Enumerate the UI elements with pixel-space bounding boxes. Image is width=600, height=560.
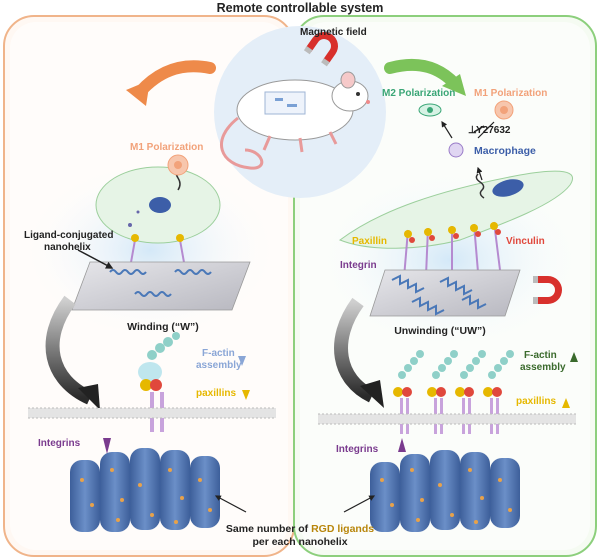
macrophage-cell xyxy=(448,142,464,158)
left-factin-line2: assembly xyxy=(196,360,242,371)
left-dark-arrow xyxy=(45,295,94,405)
unwinding-label: Unwinding (“UW”) xyxy=(394,325,486,337)
macrophage-label: Macrophage xyxy=(474,145,536,157)
green-curved-arrow xyxy=(384,58,461,90)
right-integrins-label: Integrins xyxy=(336,444,379,455)
ligand-label-line2: nanohelix xyxy=(44,242,91,253)
mouse-illustration xyxy=(220,71,370,170)
right-nanohelices xyxy=(391,274,487,316)
right-spread-cell xyxy=(338,166,573,249)
left-integrins-label: Integrins xyxy=(38,438,81,449)
left-paxillins-label: paxillins xyxy=(196,388,236,399)
footer-line1-pre: Same number of xyxy=(226,523,311,535)
ligand-label-line1: Ligand-conjugated xyxy=(24,230,113,241)
left-nanohelices xyxy=(109,269,212,297)
footer-rgd-highlight: RGD ligands xyxy=(311,523,374,535)
left-membrane xyxy=(28,407,276,419)
right-ligand-stalks xyxy=(403,221,501,279)
footer-line1: Same number of RGD ligands xyxy=(226,523,374,535)
m2-label: M2 Polarization xyxy=(382,88,455,99)
magnet-icon xyxy=(303,32,338,67)
svg-text:⊥: ⊥ xyxy=(468,125,477,136)
right-m1-label: M1 Polarization xyxy=(474,88,547,99)
right-factin-line2: assembly xyxy=(520,362,566,373)
figure-title: Remote controllable system xyxy=(217,1,384,15)
right-dark-arrow xyxy=(334,297,376,403)
right-paxillins-label: paxillins xyxy=(516,396,556,407)
left-big-helix xyxy=(70,448,220,532)
right-factin-line1: F-actin xyxy=(524,350,557,361)
winding-label: Winding (“W”) xyxy=(127,321,199,333)
right-membrane xyxy=(318,413,576,425)
left-m1-label: M1 Polarization xyxy=(130,142,203,153)
vinculin-label: Vinculin xyxy=(506,236,545,247)
left-substrate xyxy=(71,261,251,311)
footer-line2: per each nanohelix xyxy=(252,536,347,548)
integrin-label: Integrin xyxy=(340,260,377,271)
right-substrate xyxy=(369,269,521,317)
inhibitor-label: Y27632 xyxy=(476,125,511,136)
left-cell xyxy=(95,165,221,244)
paxillin-label: Paxillin xyxy=(352,236,387,247)
right-big-helix xyxy=(370,450,520,532)
magnetic-field-label: Magnetic field xyxy=(300,27,367,38)
left-factin-line1: F-actin xyxy=(202,348,235,359)
side-magnet-icon xyxy=(533,276,562,304)
